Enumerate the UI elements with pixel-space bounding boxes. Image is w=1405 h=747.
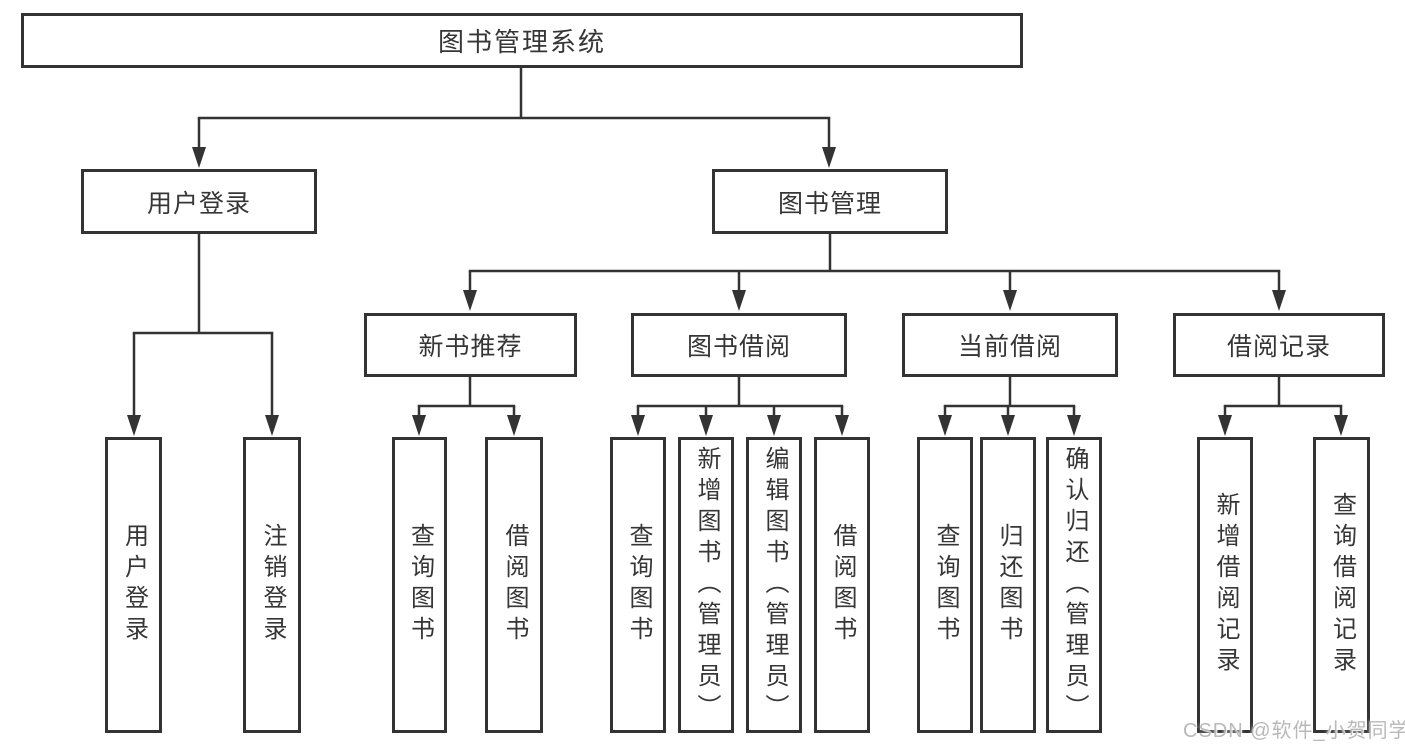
- node-label: 图书管理: [777, 189, 882, 218]
- node-label: 查询图书: [406, 523, 434, 647]
- leaf-record-add-borrow-record: 新增借阅记录: [1197, 437, 1253, 733]
- node-label: 借阅记录: [1226, 333, 1331, 361]
- node-label: 借阅图书: [501, 523, 528, 647]
- node-label: 新增图书（管理员）: [693, 445, 720, 725]
- leaf-borrow-add-books-admin: 新增图书（管理员）: [678, 437, 734, 733]
- node-book-borrow: 图书借阅: [631, 313, 847, 377]
- arrow-head: [412, 415, 426, 436]
- arrow-head: [1067, 415, 1081, 436]
- leaf-logout: 注销登录: [243, 437, 301, 733]
- node-label: 归还图书: [995, 523, 1022, 647]
- node-user-login: 用户登录: [81, 169, 317, 234]
- leaf-current-return-books: 归还图书: [980, 437, 1036, 733]
- node-label: 图书管理系统: [437, 27, 606, 57]
- leaf-borrow-query-books: 查询图书: [610, 437, 666, 733]
- leaf-borrow-edit-books-admin: 编辑图书（管理员）: [746, 437, 802, 733]
- csdn-watermark: CSDN @软件_小贺同学: [1183, 720, 1405, 742]
- node-borrow-record: 借阅记录: [1173, 313, 1385, 377]
- leaf-current-confirm-return-admin: 确认归还（管理员）: [1046, 437, 1102, 733]
- node-label: 用户登录: [120, 523, 148, 647]
- arrow-head: [507, 415, 521, 436]
- node-label: 查询图书: [625, 523, 652, 647]
- node-label: 用户登录: [146, 189, 251, 218]
- node-label: 新书推荐: [418, 333, 523, 361]
- node-label: 借阅图书: [829, 523, 856, 647]
- arrow-head: [1001, 415, 1015, 436]
- leaf-recommend-query-books: 查询图书: [392, 437, 447, 733]
- leaf-user-login: 用户登录: [105, 437, 162, 733]
- arrow-head: [699, 415, 713, 436]
- arrow-head: [767, 415, 781, 436]
- node-label: 注销登录: [259, 523, 286, 647]
- arrow-head: [822, 147, 836, 168]
- node-book-management: 图书管理: [712, 169, 948, 234]
- leaf-borrow-borrow-books: 借阅图书: [814, 437, 870, 733]
- arrow-head: [1218, 415, 1232, 436]
- arrow-head: [732, 290, 746, 311]
- leaf-record-query-borrow-record: 查询借阅记录: [1313, 437, 1370, 733]
- arrow-head: [192, 147, 206, 168]
- leaf-current-query-books: 查询图书: [917, 437, 973, 733]
- node-label: 当前借阅: [957, 333, 1062, 361]
- leaf-recommend-borrow-books: 借阅图书: [485, 437, 543, 733]
- node-label: 编辑图书（管理员）: [761, 445, 788, 725]
- node-label: 图书借阅: [686, 333, 791, 361]
- node-system-root: 图书管理系统: [21, 13, 1023, 68]
- arrow-head: [631, 415, 645, 436]
- arrow-head: [127, 415, 141, 436]
- node-current-borrow: 当前借阅: [902, 313, 1118, 377]
- arrow-head: [463, 290, 477, 311]
- arrow-head: [1334, 415, 1348, 436]
- arrow-head: [1003, 290, 1017, 311]
- arrow-head: [265, 415, 279, 436]
- node-label: 查询借阅记录: [1328, 492, 1356, 678]
- node-label: 确认归还（管理员）: [1061, 445, 1088, 725]
- arrow-head: [835, 415, 849, 436]
- arrow-head: [1272, 290, 1286, 311]
- node-label: 查询图书: [932, 523, 959, 647]
- node-label: 新增借阅记录: [1212, 492, 1239, 678]
- node-new-book-recommend: 新书推荐: [364, 313, 577, 377]
- arrow-head: [938, 415, 952, 436]
